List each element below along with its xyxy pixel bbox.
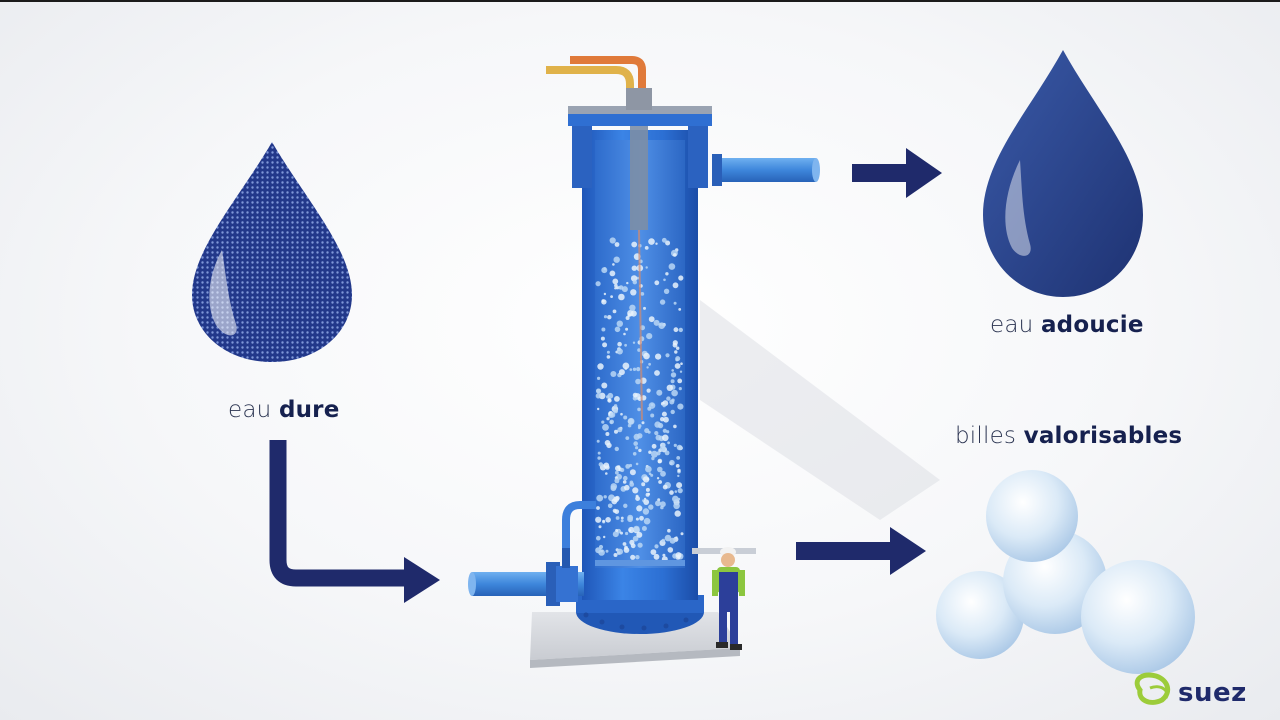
hard-water-label-prefix: eau: [228, 397, 272, 423]
suez-logo-icon: [1134, 672, 1171, 705]
inlet-pipe: [468, 501, 596, 606]
inlet-arrow: [269, 440, 440, 603]
soft-water-arrow: [852, 148, 942, 198]
hard-water-label-bold: dure: [278, 397, 340, 423]
soft-water-label: eau adoucie: [990, 312, 1144, 338]
beads-label: billes valorisables: [955, 423, 1182, 449]
hard-water-label: eau dure: [228, 397, 340, 423]
pellet-reactor: [568, 106, 712, 634]
soft-water-drop-icon: [983, 50, 1143, 297]
top-border: [0, 0, 1280, 2]
brand-name: suez: [1178, 678, 1247, 708]
soft-water-label-bold: adoucie: [1040, 312, 1144, 338]
soft-water-label-prefix: eau: [990, 312, 1034, 338]
outlet-pipe: [712, 154, 820, 186]
beads-label-bold: valorisables: [1023, 423, 1183, 449]
hard-water-drop-icon: [192, 142, 352, 362]
beads-label-prefix: billes: [955, 423, 1017, 449]
feed-pipes: [546, 56, 652, 110]
beads-cluster-icon: [936, 470, 1195, 674]
reactor-shadow: [700, 300, 940, 520]
worker-figure: [712, 547, 745, 650]
beads-arrow: [796, 527, 926, 575]
